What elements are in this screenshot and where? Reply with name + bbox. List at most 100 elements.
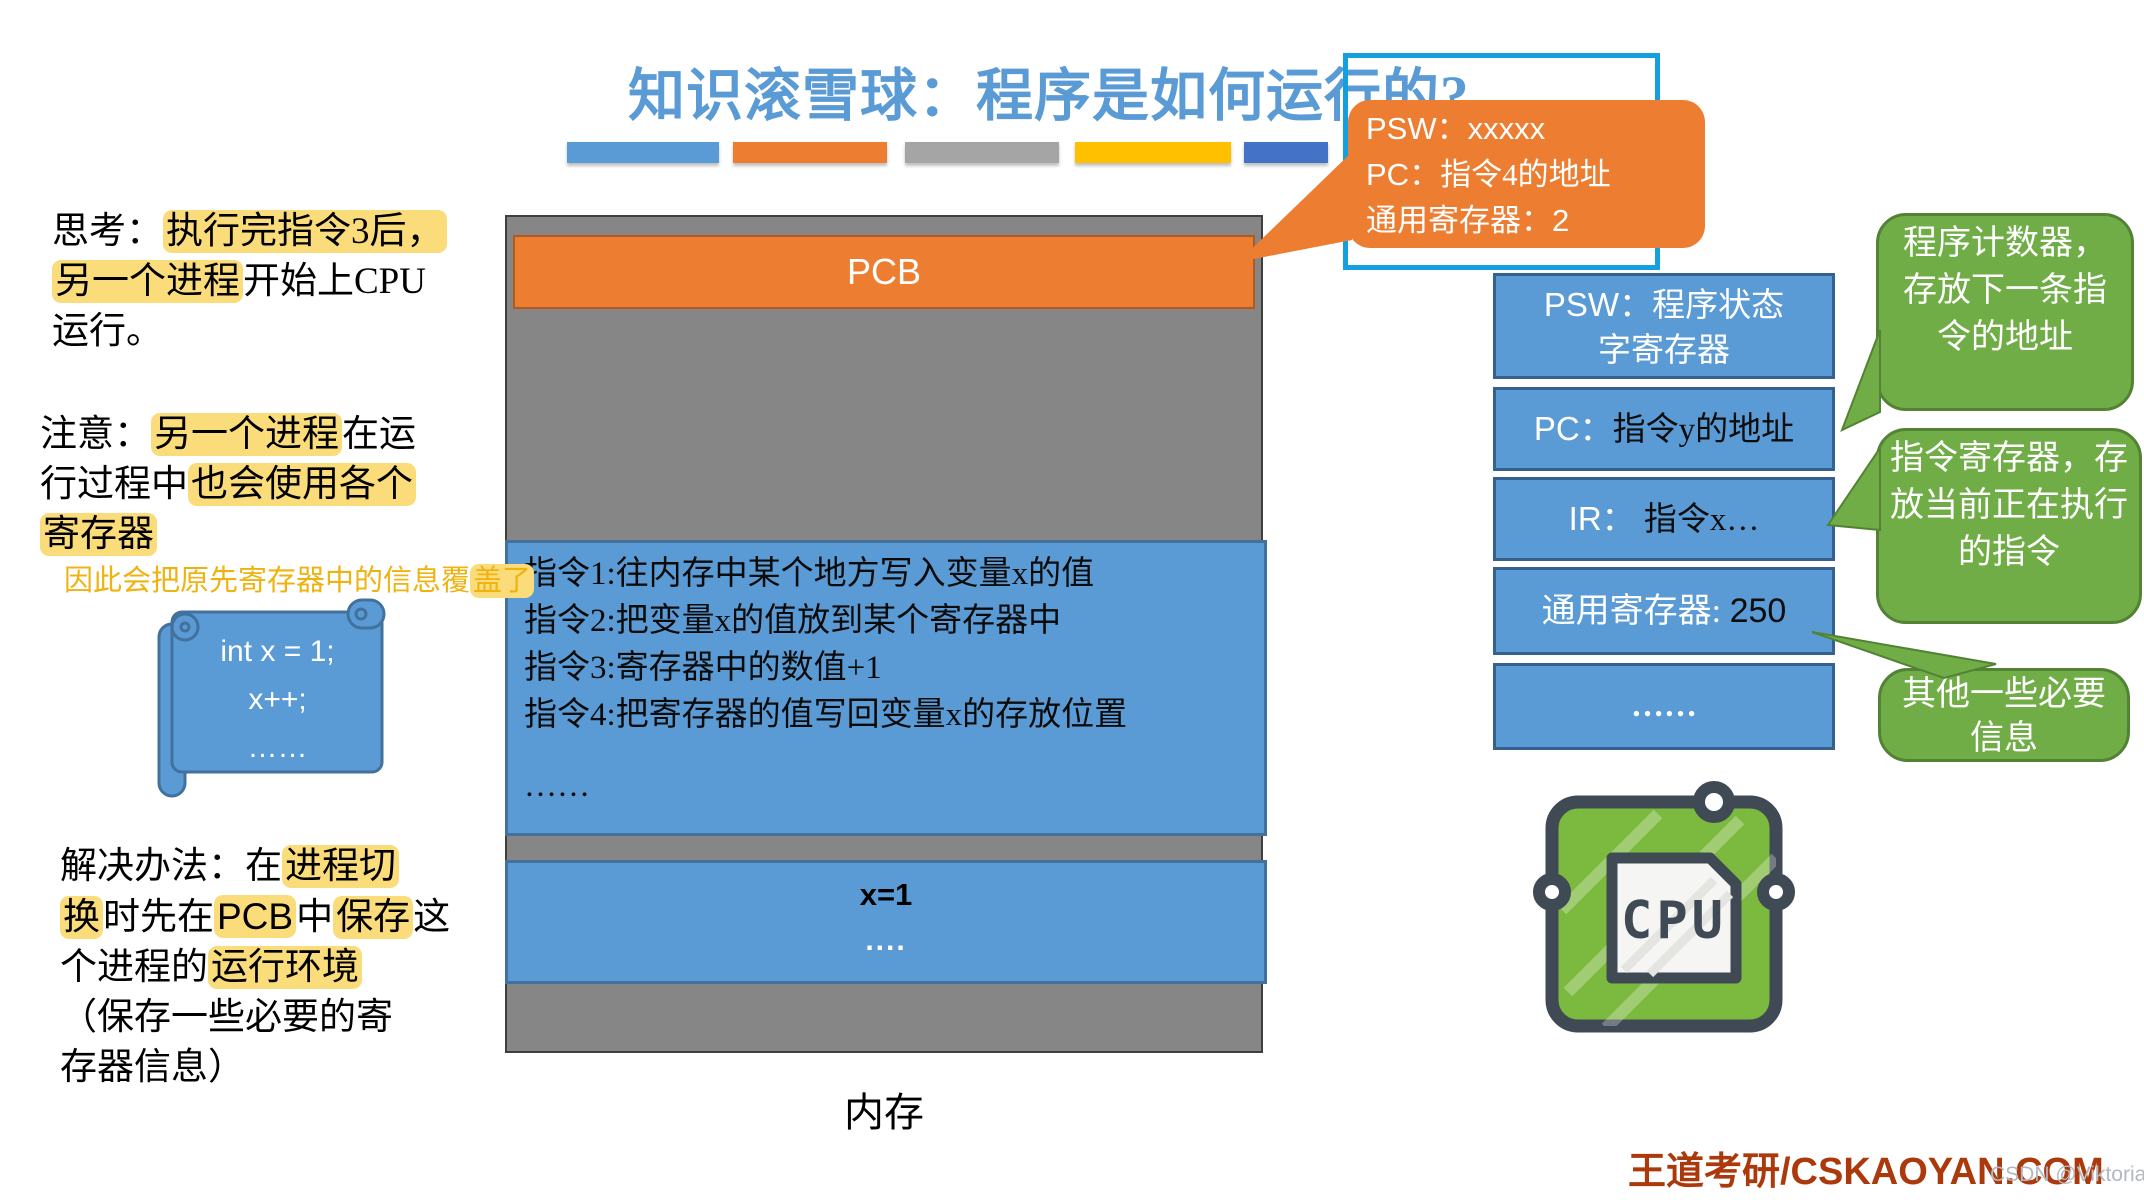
note-solution: 解决办法：在进程切 换时先在PCB中保存这 个进程的运行环境 （保存一些必要的寄… [60,842,450,1093]
text-run: 进程切 [282,845,399,888]
brand-text: 王道考研/CSKAOYAN.COM [1628,1151,2104,1193]
note-line: 寄存器 [40,510,416,560]
accent-bar-orange [733,142,887,163]
accent-bar-yellow [1075,142,1231,163]
accent-bar-blue [567,142,719,163]
text-run: 程序状态 [1652,288,1785,324]
register-psw-line: PSW：程序状态 [1496,282,1832,329]
code-scroll-shape [157,598,386,798]
variable-value: x=1 [859,877,913,912]
register-pc: PC：指令y的地址 [1493,387,1835,471]
text-run: 另一个进程 [151,413,342,456]
saved-context-callout: PSW：xxxxx PC：指令4的地址 通用寄存器：2 [1348,100,1705,248]
text-run: 行过程中 [40,464,188,505]
note-line: 思考：执行完指令3后， [52,207,447,257]
note-line: （保存一些必要的寄 [60,993,450,1043]
text-run: 寄存器 [40,513,157,556]
text-run: 字寄存器 [1598,333,1730,369]
pc-note-callout: 程序计数器，存放下一条指令的地址 [1876,213,2134,411]
note-think: 思考：执行完指令3后， 另一个进程开始上CPU 运行。 [52,207,447,357]
text-run: 存器信息） [60,1047,245,1088]
pcb-bar: PCB [513,235,1255,309]
register-dots: …… [1493,663,1835,750]
text-run: 盖了 [470,564,535,598]
instruction-line: 指令2:把变量x的值放到某个寄存器中 [524,603,1062,639]
instruction-list: 指令1:往内存中某个地方写入变量x的值 指令2:把变量x的值放到某个寄存器中 指… [505,540,1267,836]
code-line: x++; [248,683,307,716]
other-note-callout: 其他一些必要信息 [1878,668,2130,762]
text-run: 运行。 [52,311,163,352]
callout-line: PC：指令4的地址 [1366,152,1705,198]
pc-note-tail [1840,329,1881,432]
text-run: 时先在 [103,897,214,938]
note-line: 运行。 [52,307,447,357]
text-run: 运行环境 [208,946,362,989]
variable-block: x=1 .... [505,860,1267,984]
instruction-line: 指令3:寄存器中的数值+1 [524,650,882,686]
variable-dots: .... [865,924,907,957]
text-run: 也会使用各个 [188,463,416,506]
title-underline-bars [0,142,2144,163]
text-run: PCB [214,895,297,938]
text-run: 指令y的地址 [1612,412,1795,448]
note-line: 另一个进程开始上CPU [52,257,447,307]
note-line: 注意：另一个进程在运 [40,410,416,460]
note-line: 换时先在PCB中保存这 [60,892,450,943]
text-run: 指令4的地址 [1440,157,1611,192]
ir-note-callout: 指令寄存器，存放当前正在执行的指令 [1876,428,2142,624]
text-run: …… [1631,688,1697,724]
text-run: 因此会把原先寄存器中的信息覆 [64,565,471,597]
text-run: 中 [296,897,334,938]
text-run: 个进程的 [60,947,208,988]
instruction-line: 指令4:把寄存器的值写回变量x的存放位置 [524,697,1128,733]
register-psw-line: 字寄存器 [1496,329,1832,374]
text-run: 这 [413,897,451,938]
instruction-line: 指令1:往内存中某个地方写入变量x的值 [524,556,1095,592]
text-run: 换 [60,896,103,939]
text-run: 在运 [342,414,416,455]
callout-line: PSW：xxxxx [1366,106,1705,152]
memory-label: 内存 [844,1090,924,1135]
text-run: 执行完指令3后， [163,210,447,253]
callout-line: 通用寄存器：2 [1366,198,1705,244]
register-psw: PSW：程序状态 字寄存器 [1493,273,1835,379]
note-notice: 注意：另一个进程在运 行过程中也会使用各个 寄存器 [40,410,416,560]
note-line: 解决办法：在进程切 [60,842,450,892]
text-run: PSW： [1366,111,1468,146]
text-run: 注意： [40,414,151,455]
register-ir: IR： 指令x… [1493,477,1835,561]
note-line: 行过程中也会使用各个 [40,460,416,510]
watermark: CSDN @Viktoriae [1990,1163,2144,1186]
text-run: 另一个进程 [52,260,243,303]
text-run: PC： [1533,410,1613,447]
memory-block: PCB 指令1:往内存中某个地方写入变量x的值 指令2:把变量x的值放到某个寄存… [505,215,1267,1053]
cpu-icon-label: CPU [1621,891,1727,951]
text-run: xxxxx [1467,111,1546,146]
note-line: 个进程的运行环境 [60,943,450,993]
note-overwrite: 因此会把原先寄存器中的信息覆盖了 [64,557,535,599]
page-title: 知识滚雪球：程序是如何运行的? [628,65,1470,128]
text-run: 开始上CPU [243,261,426,302]
accent-bar-gray [905,142,1059,163]
accent-bar-darkblue [1244,142,1328,163]
instruction-line: …… [524,768,590,804]
text-run: 解决办法：在 [60,846,282,887]
register-general: 通用寄存器: 250 [1493,567,1835,655]
note-line: 存器信息） [60,1043,450,1093]
code-line: int x = 1; [220,635,335,668]
text-run: PC： [1366,157,1441,192]
text-run: 通用寄存器： [1366,203,1552,238]
ir-note-tail [1826,444,1881,532]
code-line: …… [247,731,308,764]
text-run: IR： [1568,500,1644,537]
text-run: 2 [1552,203,1570,238]
text-run: （保存一些必要的寄 [60,997,393,1038]
text-run: 250 [1729,592,1787,630]
text-run: 保存 [333,896,414,939]
code-scroll-text: int x = 1; x++; …… [175,628,380,772]
cpu-icon: CPU [1533,781,1795,1033]
text-run: 指令x… [1643,502,1760,538]
text-run: PSW： [1543,286,1653,323]
text-run: 思考： [52,211,163,252]
